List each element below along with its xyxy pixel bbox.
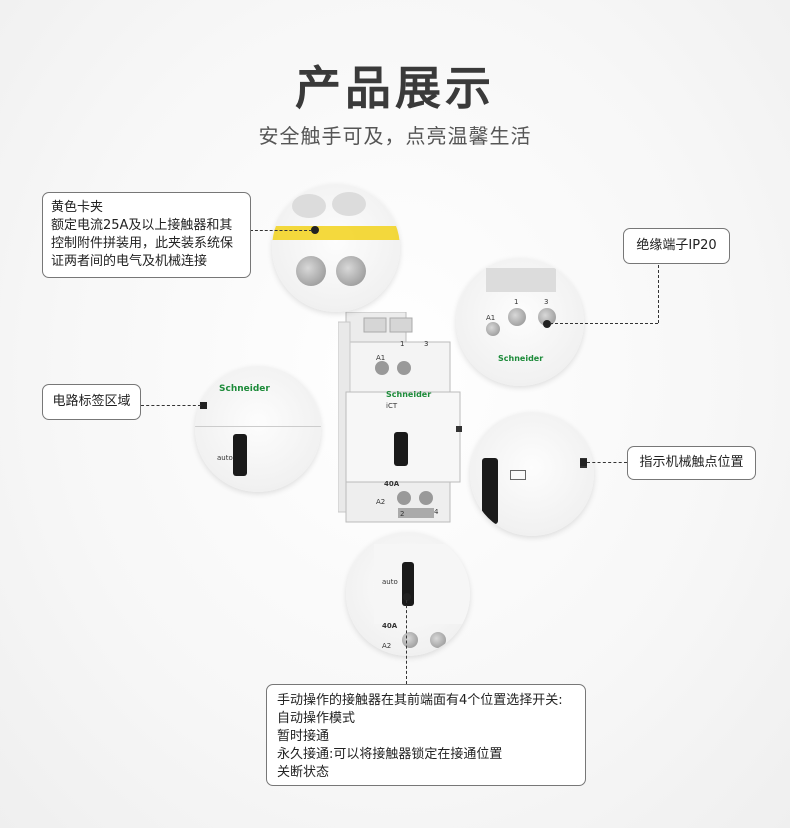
ip20-label-a1: A1 <box>486 314 496 322</box>
ip20-label-t1: 1 <box>514 298 519 306</box>
detail-terminals: A1 1 3 Schneider <box>456 258 584 386</box>
detail-indicator <box>470 412 594 536</box>
label-a2: A2 <box>376 498 386 506</box>
leader-indicator <box>587 462 627 463</box>
label-t2: 2 <box>400 510 405 518</box>
manual-rating: 40A <box>382 622 398 630</box>
rating-label: 40A <box>384 480 400 488</box>
manual-auto: auto <box>382 578 398 586</box>
detail-label-area: Schneider auto <box>195 366 321 492</box>
brand-logo: Schneider <box>386 390 432 399</box>
leader-terminal-vertical <box>658 265 659 323</box>
leader-terminal <box>550 323 658 324</box>
label-a1: A1 <box>376 354 386 362</box>
page-title: 产品展示 <box>295 61 495 115</box>
yellow-clip-bar <box>272 226 400 240</box>
leader-manual <box>406 600 407 684</box>
callout-ip20: 绝缘端子IP20 <box>623 228 730 264</box>
marker-square-label <box>200 402 207 409</box>
contactor-drawing <box>337 311 462 523</box>
page-subtitle: 安全触手可及，点亮温馨生活 <box>258 124 532 148</box>
contactor-main-image: A1 1 3 Schneider iCT 40A A2 2 4 <box>337 311 464 526</box>
callout-label-area: 电路标签区域 <box>42 384 141 420</box>
detail-yellow-clip <box>272 184 400 312</box>
callout-indicator: 指示机械触点位置 <box>627 446 756 480</box>
marker-dot-clip <box>311 226 319 234</box>
label-t1: 1 <box>400 340 405 348</box>
leader-label <box>141 405 201 406</box>
label-t4: 4 <box>434 508 439 516</box>
label-area-auto: auto <box>217 454 233 462</box>
manual-a2: A2 <box>382 642 392 650</box>
leader-clip <box>250 230 312 231</box>
marker-dot-terminal <box>543 320 551 328</box>
callout-yellow-clip: 黄色卡夹 额定电流25A及以上接触器和其 控制附件拼装用，此夹装系统保 证两者间… <box>42 192 251 278</box>
ip20-brand: Schneider <box>498 354 544 363</box>
callout-manual: 手动操作的接触器在其前端面有4个位置选择开关: 自动操作模式 暂时接通 永久接通… <box>266 684 586 786</box>
model-label: iCT <box>386 402 398 410</box>
label-area-brand: Schneider <box>219 384 270 394</box>
marker-dot-manual <box>403 593 411 601</box>
marker-square-indicator <box>580 459 587 466</box>
label-t3: 3 <box>424 340 429 348</box>
ip20-label-t3: 3 <box>544 298 549 306</box>
